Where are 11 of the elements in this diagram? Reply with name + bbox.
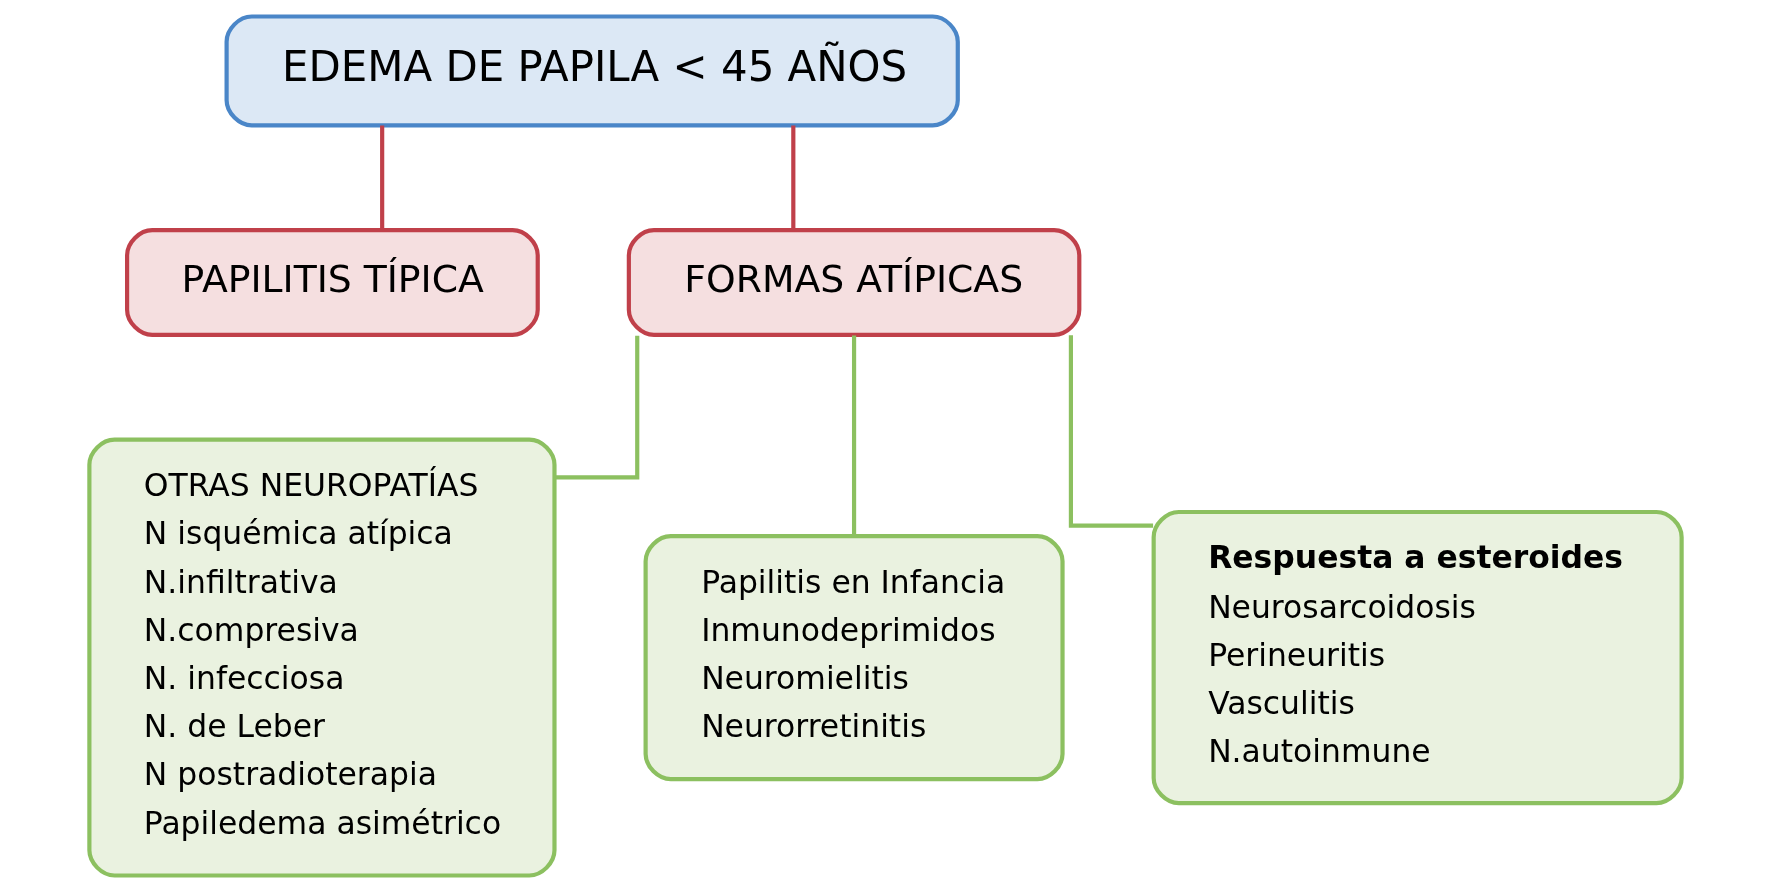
connector: [380, 125, 385, 230]
node-box: PAPILITIS TÍPICA: [125, 228, 540, 338]
connector: [791, 125, 796, 230]
node-box: OTRAS NEUROPATÍAS N isquémica atípica N.infiltrativa N.compresiva N. infecciosa N. de Leber N postradioterapia Papiledema asimétrico: [87, 437, 557, 878]
connector: [851, 335, 857, 536]
node-box: FORMAS ATÍPICAS: [626, 228, 1082, 338]
connector: [1068, 335, 1154, 528]
node-box: Papilitis en Infancia Inmunodeprimidos Neuromielitis Neurorretinitis: [643, 534, 1065, 782]
node-box: EDEMA DE PAPILA < 45 AÑOS: [224, 14, 960, 128]
node-box: Respuesta a esteroides Neurosarcoidosis Perineuritis Vasculitis N.autoinmune: [1151, 509, 1684, 806]
connector: [555, 335, 640, 480]
